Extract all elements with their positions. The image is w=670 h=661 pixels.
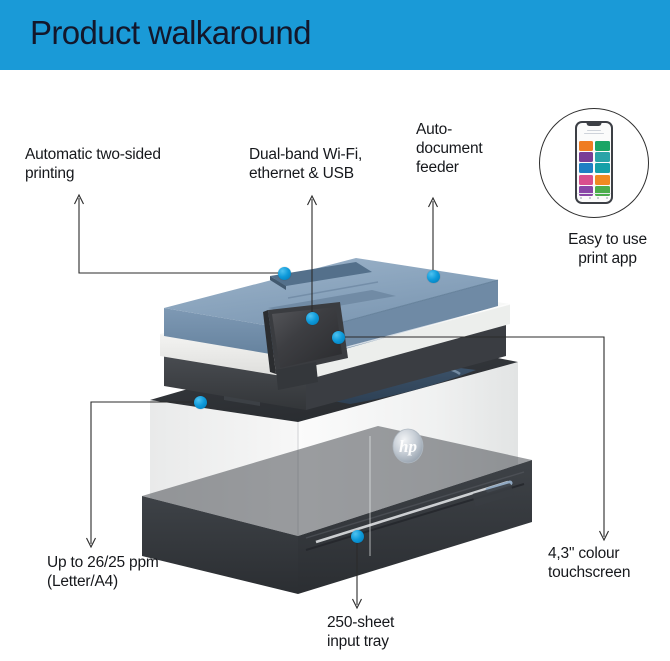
callout-dot-speed (193, 395, 207, 409)
phone-notch (586, 123, 602, 126)
phone-app-tile-2 (578, 152, 594, 163)
phone-app-header (577, 123, 611, 141)
callout-label-adf: Auto- document feeder (416, 121, 483, 176)
phone-app-tile-3 (594, 152, 610, 163)
callout-label-touchscreen: 4,3" colour touchscreen (548, 545, 631, 581)
header-banner: Product walkaround (0, 0, 670, 70)
printer-svg: hp (142, 258, 532, 594)
print-app-badge (539, 108, 649, 218)
phone-app-tile-1 (594, 141, 610, 151)
callout-label-connectivity: Dual-band Wi-Fi, ethernet & USB (249, 146, 363, 182)
phone-app-tile-8 (578, 185, 594, 196)
callout-dot-connectivity (305, 311, 319, 325)
phone-app-tile-5 (594, 163, 610, 174)
printer-illustration: hp (120, 250, 540, 595)
phone-app-tile-7 (594, 174, 610, 185)
phone-illustration (575, 121, 613, 204)
callout-dot-duplex (277, 266, 291, 280)
callout-label-duplex: Automatic two-sided printing (25, 146, 161, 182)
print-app-caption: Easy to use print app (568, 231, 647, 267)
phone-app-tile-0 (578, 141, 594, 151)
phone-app-tile-6 (578, 174, 594, 185)
callout-label-input-tray: 250-sheet input tray (327, 614, 395, 650)
phone-app-tiles (577, 141, 611, 196)
callout-dot-adf (426, 269, 440, 283)
svg-text:hp: hp (399, 437, 417, 456)
callout-dot-input-tray (350, 529, 364, 543)
phone-app-tile-4 (578, 163, 594, 174)
phone-tabbar (577, 193, 611, 202)
page-title: Product walkaround (30, 14, 311, 51)
callout-label-speed: Up to 26/25 ppm (Letter/A4) (47, 554, 159, 590)
callout-dot-touchscreen (331, 330, 345, 344)
phone-screen (577, 123, 611, 202)
phone-app-tile-9 (594, 185, 610, 196)
